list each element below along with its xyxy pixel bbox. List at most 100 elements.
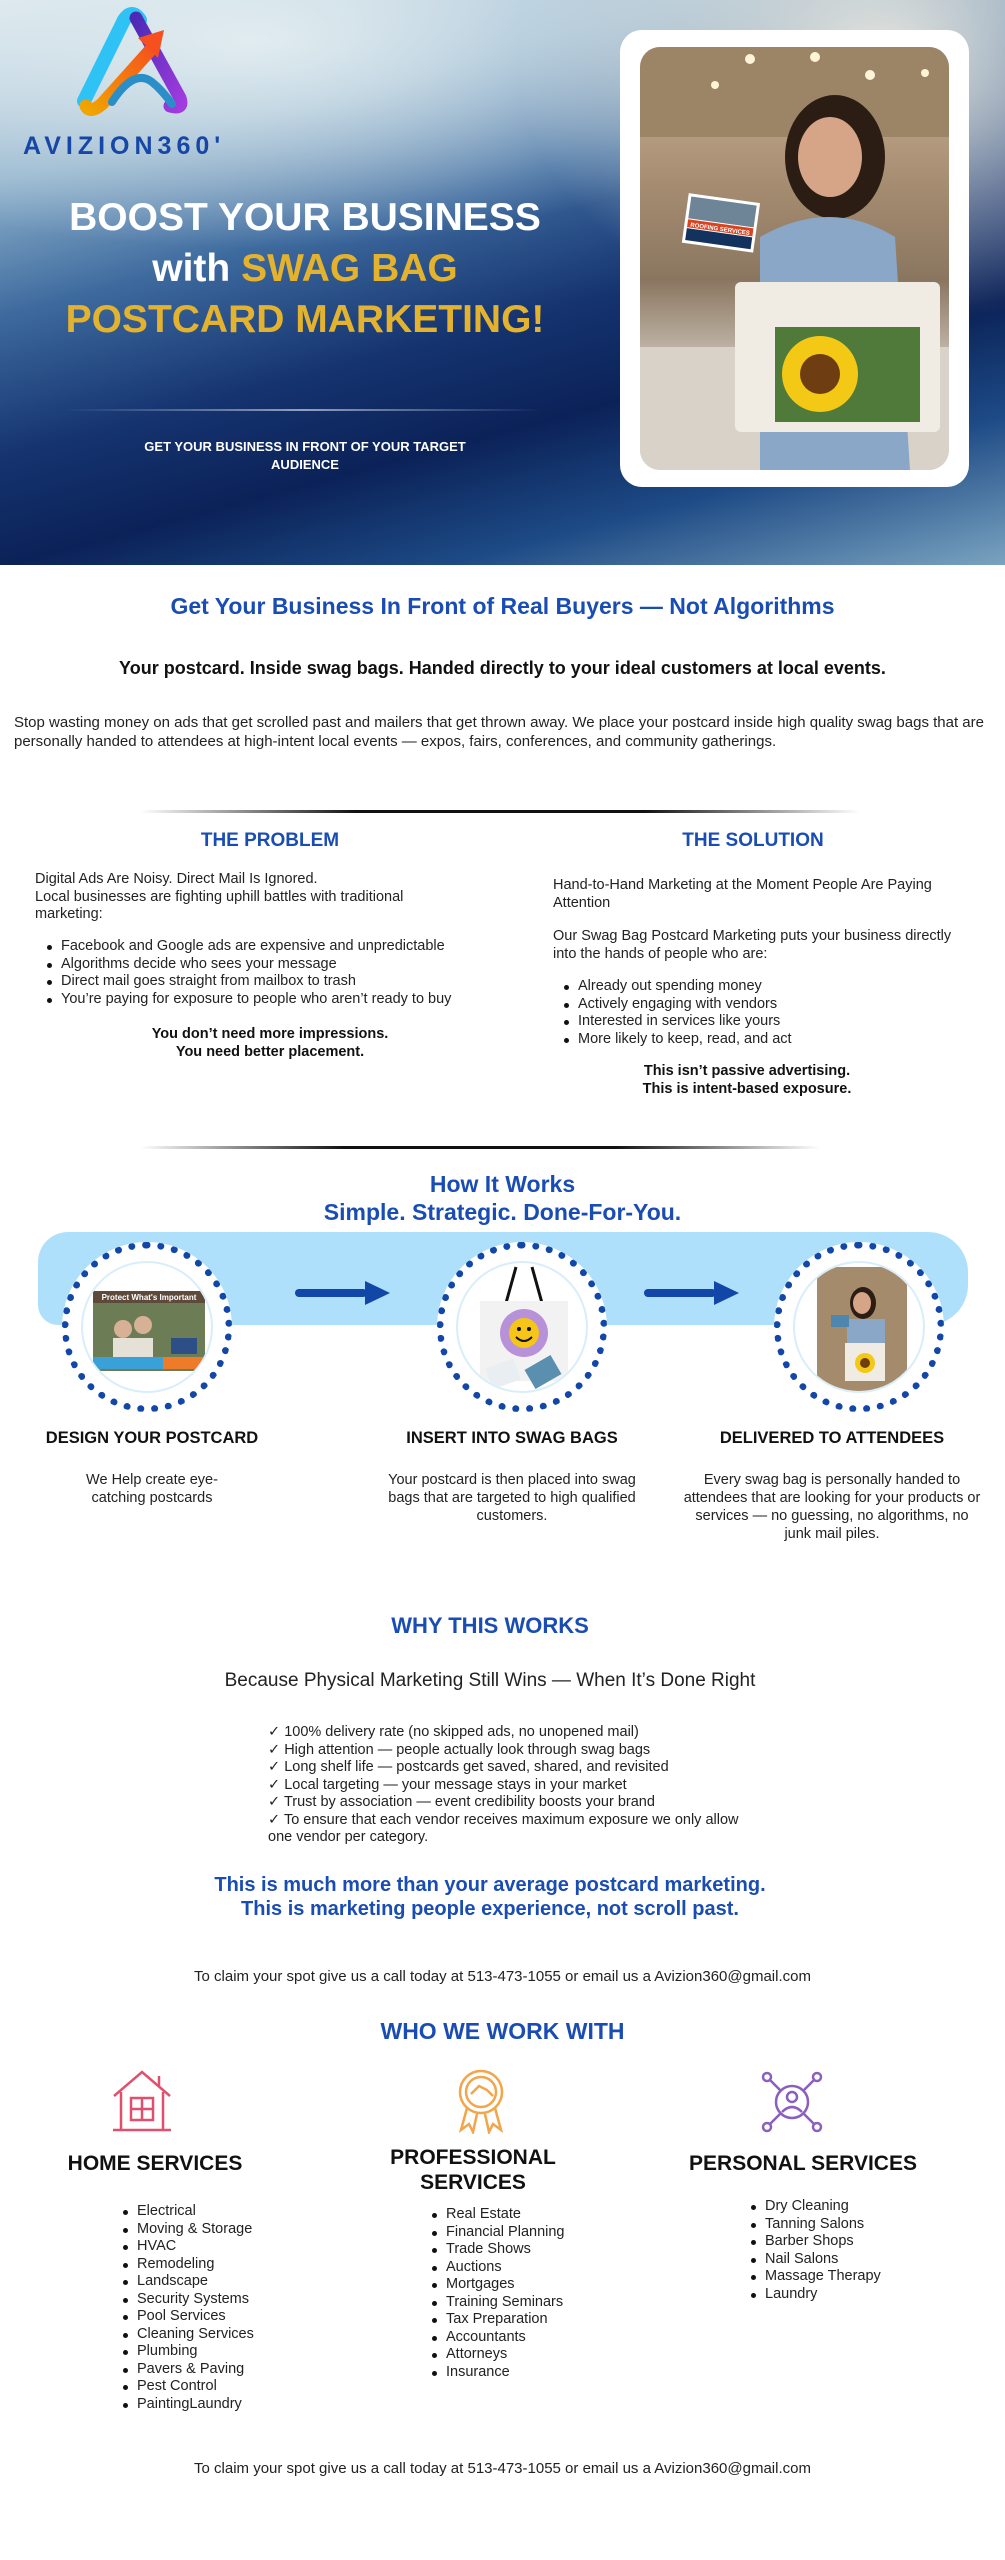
who-heading: WHO WE WORK WITH [380, 2018, 625, 2044]
list-item: Remodeling [120, 2256, 340, 2274]
svg-text:Protect What's Important: Protect What's Important [102, 1293, 197, 1302]
checkmark-icon: ✓ [268, 1741, 281, 1758]
problem-line1: Digital Ads Are Noisy. Direct Mail Is Ig… [35, 871, 318, 887]
list-item: You’re paying for exposure to people who… [44, 991, 514, 1009]
list-item: Mortgages [429, 2276, 649, 2294]
list-item: Algorithms decide who sees your message [44, 956, 514, 974]
intro-subheading: Your postcard. Inside swag bags. Handed … [119, 658, 886, 678]
problem-closing-line2: You need better placement. [175, 1043, 365, 1060]
hero-subtitle: GET YOUR BUSINESS IN FRONT OF YOUR TARGE… [144, 439, 466, 472]
step1-circle: Protect What's Important [62, 1242, 232, 1412]
attendee-photo [793, 1261, 925, 1393]
step3-circle [774, 1242, 944, 1412]
how-heading-line1: How It Works [429, 1171, 576, 1197]
section-divider [140, 810, 860, 813]
list-item: Nail Salons [748, 2251, 968, 2269]
step3-title: DELIVERED TO ATTENDEES [719, 1429, 945, 1447]
checkmark-icon: ✓ [268, 1794, 281, 1810]
postcard-design-image: Protect What's Important [81, 1261, 213, 1393]
list-item: Security Systems [120, 2291, 340, 2309]
check-item: ✓ High attention — people actually look … [268, 1741, 651, 1758]
step2-circle [437, 1242, 607, 1412]
list-item: Interested in services like yours [561, 1013, 961, 1031]
list-item: Laundry [748, 2286, 968, 2304]
list-item: Direct mail goes straight from mailbox t… [44, 973, 514, 991]
sunflower-icon [782, 336, 858, 412]
list-item: Facebook and Google ads are expensive an… [44, 938, 514, 956]
why-subheading: Because Physical Marketing Still Wins — … [224, 1670, 756, 1691]
check-item: ✓ Long shelf life — postcards get saved,… [268, 1759, 669, 1775]
hero-banner: AVIZION360' BOOST YOUR BUSINESS with SWA… [0, 0, 1005, 565]
how-heading: How It Works Simple. Strategic. Done-For… [0, 1170, 1005, 1226]
hero-title-highlight2: POSTCARD MARKETING! [65, 298, 545, 341]
home-services-heading: HOME SERVICES [67, 2152, 243, 2175]
solution-line1: Hand-to-Hand Marketing at the Moment Peo… [553, 877, 932, 911]
contact-text-footer: To claim your spot give us a call today … [194, 2460, 811, 2477]
solution-closing-line2: This is intent-based exposure. [642, 1080, 852, 1097]
handshake-badge-icon [458, 2069, 504, 2134]
problem-list: Facebook and Google ads are expensive an… [44, 938, 514, 1008]
hero-title-with: with [152, 247, 231, 290]
problem-line2: Local businesses are fighting uphill bat… [35, 888, 404, 923]
step1-title: DESIGN YOUR POSTCARD [45, 1429, 259, 1447]
step1-description: We Help create eye-catching postcards [86, 1472, 218, 1506]
list-item: Auctions [429, 2259, 649, 2277]
check-item: ✓ 100% delivery rate (no skipped ads, no… [268, 1724, 639, 1740]
list-item: Electrical [120, 2203, 340, 2221]
list-item: Tanning Salons [748, 2216, 968, 2234]
list-item: Pest Control [120, 2378, 340, 2396]
step2-description: Your postcard is then placed into swag b… [388, 1472, 636, 1524]
list-item: Pavers & Paving [120, 2361, 340, 2379]
why-tagline-line2: This is marketing people experience, not… [241, 1898, 739, 1920]
list-item: Tax Preparation [429, 2311, 649, 2329]
list-item: Financial Planning [429, 2224, 649, 2242]
professional-services-heading: PROFESSIONAL SERVICES [390, 2146, 556, 2194]
checkmark-icon: ✓ [268, 1776, 281, 1793]
list-item: Trade Shows [429, 2241, 649, 2259]
step3-description: Every swag bag is personally handed to a… [683, 1472, 981, 1542]
checkmark-icon: ✓ [268, 1811, 281, 1828]
hero-photo-card: ROOFING SERVICES [620, 30, 969, 487]
solution-closing-line1: This isn’t passive advertising. [643, 1063, 851, 1079]
hero-divider [65, 409, 543, 411]
problem-closing-line1: You don’t need more impressions. [151, 1026, 389, 1042]
list-item: Real Estate [429, 2206, 649, 2224]
arrow-right-icon [295, 1281, 390, 1305]
brand-name: AVIZION360' [23, 132, 226, 160]
list-item: PaintingLaundry [120, 2396, 340, 2414]
list-item: Training Seminars [429, 2294, 649, 2312]
contact-text: To claim your spot give us a call today … [194, 1968, 811, 1985]
hero-title-line1: BOOST YOUR BUSINESS [69, 196, 541, 239]
swag-bag-image [456, 1261, 588, 1393]
section-divider [140, 1146, 820, 1149]
hero-title-highlight1: SWAG BAG [241, 247, 458, 290]
why-tagline-line1: This is much more than your average post… [214, 1874, 766, 1896]
why-heading: WHY THIS WORKS [391, 1613, 589, 1638]
list-item: Actively engaging with vendors [561, 996, 961, 1014]
checkmark-icon: ✓ [268, 1724, 281, 1740]
problem-closing: You don’t need more impressions. You nee… [110, 1026, 430, 1061]
list-item: Moving & Storage [120, 2221, 340, 2239]
how-heading-line2: Simple. Strategic. Done-For-You. [323, 1199, 682, 1225]
list-item: Landscape [120, 2273, 340, 2291]
user-network-icon [761, 2071, 823, 2133]
woman-with-swag-bag-photo: ROOFING SERVICES [640, 47, 949, 470]
check-item: ✓ Local targeting — your message stays i… [268, 1776, 627, 1793]
intro-heading: Get Your Business In Front of Real Buyer… [170, 593, 835, 619]
why-checklist: ✓ 100% delivery rate (no skipped ads, no… [268, 1724, 748, 1847]
arrow-right-icon [644, 1281, 739, 1305]
list-item: Cleaning Services [120, 2326, 340, 2344]
list-item: Dry Cleaning [748, 2198, 968, 2216]
problem-heading: THE PROBLEM [200, 830, 340, 851]
checkmark-icon: ✓ [268, 1759, 281, 1775]
list-item: Barber Shops [748, 2233, 968, 2251]
intro-paragraph: Stop wasting money on ads that get scrol… [14, 714, 984, 750]
list-item: Accountants [429, 2329, 649, 2347]
check-item: ✓ Trust by association — event credibili… [268, 1794, 655, 1810]
hero-title: BOOST YOUR BUSINESS with SWAG BAG POSTCA… [40, 192, 570, 345]
list-item: HVAC [120, 2238, 340, 2256]
avizion-logo-icon [77, 7, 188, 116]
